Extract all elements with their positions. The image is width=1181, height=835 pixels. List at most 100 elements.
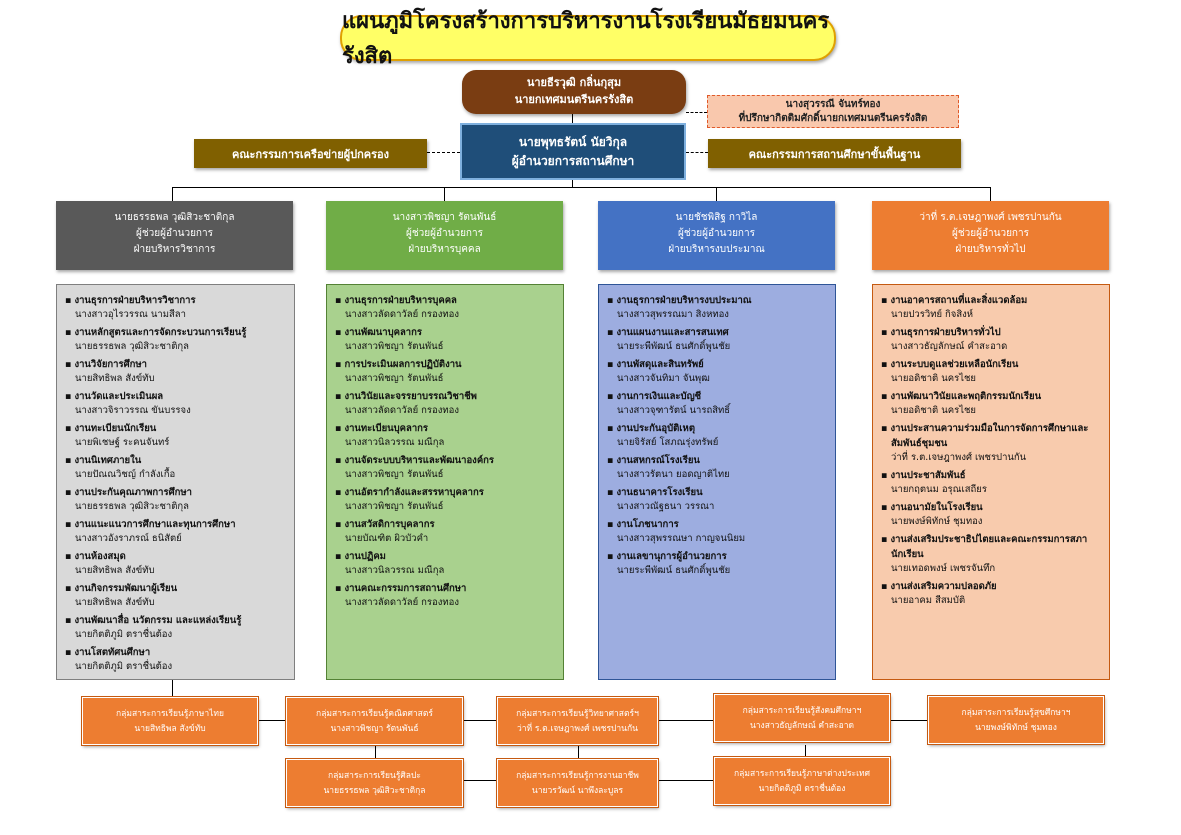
dashed-connector <box>686 112 707 113</box>
director-role: นายกเทศมนตรีนครรังสิต <box>514 93 634 106</box>
task-item: งานจัดระบบบริหารและพัฒนาองค์กรนางสาวพิชญ… <box>335 453 557 481</box>
task-person: นางสาวธัญลักษณ์ คำสะอาด <box>891 341 1008 352</box>
task-person: นายธรรธพล วุฒิสิวะชาติกุล <box>75 341 189 352</box>
task-item: งานส่งเสริมประชาธิปไตยและคณะกรรมการสภานั… <box>881 532 1103 575</box>
task-person: นางสาวจันทิมา จันพุฒ <box>617 373 710 384</box>
task-person: นายกิตติภูมิ ตราชื่นต้อง <box>75 661 173 672</box>
learning-group-name: กลุ่มสาระการเรียนรู้สังคมศึกษาฯ <box>742 706 862 716</box>
task-title: งานส่งเสริมประชาธิปไตยและคณะกรรมการสภา <box>881 532 1103 547</box>
task-person: นายอดิชาติ นครไชย <box>891 373 976 384</box>
connector <box>463 780 497 781</box>
dept-head-division: ฝ่ายบริหารวิชาการ <box>133 244 216 255</box>
task-person: นางสาวนิลวรรณ มณีกุล <box>345 565 445 576</box>
connector <box>572 114 573 124</box>
parent-network-committee: คณะกรรมการเครือข่ายผู้ปกครอง <box>194 139 427 168</box>
task-person: นางสาวลัดดาวัลย์ กรองทอง <box>345 597 459 608</box>
connector <box>805 745 806 757</box>
task-item: งานอัตรากำลังและสรรหาบุคลากรนางสาวพิชญา … <box>335 485 557 513</box>
task-person: นางสาวณัฐธนา วรรณา <box>617 501 715 512</box>
task-person: นายปวรวิทย์ กิจสิงห์ <box>891 309 974 320</box>
task-title: งานอนามัยในโรงเรียน <box>881 500 1103 515</box>
task-title: งานทะเบียนนักเรียน <box>65 421 288 436</box>
dept-head-position: ผู้ช่วยผู้อำนวยการ <box>406 228 483 239</box>
task-person: นายอาคม สีสมบัติ <box>891 595 966 606</box>
learning-group-name: กลุ่มสาระการเรียนรู้การงานอาชีพ <box>516 771 639 781</box>
dept-head-division: ฝ่ายบริหารบุคคล <box>408 244 481 255</box>
connector <box>572 180 573 188</box>
task-title: งานห้องสมุด <box>65 549 288 564</box>
connector <box>172 187 173 201</box>
connector <box>463 720 497 721</box>
dashed-connector <box>686 152 708 153</box>
task-person: นางสาวนิลวรรณ มณีกุล <box>345 437 445 448</box>
task-title: งานแผนงานและสารสนเทศ <box>607 325 829 340</box>
connector <box>172 187 990 188</box>
learning-group-box: กลุ่มสาระการเรียนรู้การงานอาชีพ นายวรวัฒ… <box>496 758 659 808</box>
task-title: งานเลขานุการผู้อำนวยการ <box>607 549 829 564</box>
task-title: งานสหกรณ์โรงเรียน <box>607 453 829 468</box>
connector <box>578 745 579 759</box>
dept-head-academic: นายธรรธพล วุฒิสิวะชาติกุล ผู้ช่วยผู้อำนว… <box>56 201 293 270</box>
task-person: นางสาวจุฑารัตน์ นารถสิทธิ์ <box>617 405 731 416</box>
task-item: งานพัฒนาสื่อ นวัตกรรม และแหล่งเรียนรู้นา… <box>65 613 288 641</box>
task-title: งานธนาคารโรงเรียน <box>607 485 829 500</box>
task-item: งานประสานความร่วมมือในการจัดการศึกษาและส… <box>881 421 1103 464</box>
learning-group-name: กลุ่มสาระการเรียนรู้ภาษาไทย <box>116 709 224 719</box>
task-title: งานวัดและประเมินผล <box>65 389 288 404</box>
director-name: นายธีรวุฒิ กลิ่นกุสุม <box>526 76 622 89</box>
dept-list-general: งานอาคารสถานที่และสิ่งแวดล้อมนายปวรวิทย์… <box>872 284 1110 680</box>
task-title: งานธุรการฝ่ายบริหารทั่วไป <box>881 325 1103 340</box>
principal-role: ผู้อำนวยการสถานศึกษา <box>511 154 635 168</box>
task-item: งานการเงินและบัญชีนางสาวจุฑารัตน์ นารถสิ… <box>607 389 829 417</box>
chart-title: แผนภูมิโครงสร้างการบริหารงานโรงเรียนมัธย… <box>340 9 836 69</box>
dept-head-name: นายชัชพิสิฐ กาวิไล <box>675 212 758 223</box>
learning-group-head: นางสาวพิชญา รัตนพันธ์ <box>330 724 419 734</box>
principal-box: นายพุทธรัตน์ นัยวิกุล ผู้อำนวยการสถานศึก… <box>460 123 686 180</box>
learning-group-box: กลุ่มสาระการเรียนรู้คณิตศาสตร์ นางสาวพิช… <box>285 696 464 746</box>
dept-head-position: ผู้ช่วยผู้อำนวยการ <box>136 228 213 239</box>
connector <box>172 680 173 698</box>
advisor-role: ที่ปรึกษากิตติมศักดิ์นายกเทศมนตรีนครรังส… <box>738 113 928 124</box>
task-person: ว่าที่ ร.ต.เจษฎาพงศ์ เพชรปานกัน <box>891 452 1027 463</box>
task-person: นายระพีพัฒน์ ธนศักดิ์พูนชัย <box>617 341 731 352</box>
dept-head-personnel: นางสาวพิชญา รัตนพันธ์ ผู้ช่วยผู้อำนวยการ… <box>326 201 563 270</box>
learning-group-box: กลุ่มสาระการเรียนรู้วิทยาศาสตร์ฯ ว่าที่ … <box>496 696 659 746</box>
dept-head-name: นางสาวพิชญา รัตนพันธ์ <box>392 212 497 223</box>
task-title: งานธุรการฝ่ายบริหารวิชาการ <box>65 293 288 308</box>
task-item: งานประชาสัมพันธ์นายกฤตนม อรุณเสถียร <box>881 468 1103 496</box>
connector <box>716 187 717 201</box>
task-person: นายบัณฑิต ผิวบัวคำ <box>345 533 429 544</box>
task-title: งานประกันอุบัติเหตุ <box>607 421 829 436</box>
learning-group-name: กลุ่มสาระการเรียนรู้สุขศึกษาฯ <box>961 708 1071 718</box>
dept-head-division: ฝ่ายบริหารงบประมาณ <box>668 244 765 255</box>
dept-head-budget: นายชัชพิสิฐ กาวิไล ผู้ช่วยผู้อำนวยการ ฝ่… <box>598 201 835 270</box>
task-person: นางสาวอังราภรณ์ ธนิสัตย์ <box>75 533 182 544</box>
task-person: นางสาวรัตนา ยอดญาติไทย <box>617 469 730 480</box>
task-title: งานอัตรากำลังและสรรหาบุคลากร <box>335 485 557 500</box>
task-person: นางสาวสุพรรณมา สิงหทอง <box>617 309 729 320</box>
learning-group-box: กลุ่มสาระการเรียนรู้สังคมศึกษาฯ นางสาวธั… <box>713 693 891 743</box>
task-title: งานโภชนาการ <box>607 517 829 532</box>
task-item: งานธุรการฝ่ายบริหารงบประมาณนางสาวสุพรรณม… <box>607 293 829 321</box>
advisor-name: นางสุวรรณี จันทร์ทอง <box>785 99 881 110</box>
dept-head-general: ว่าที่ ร.ต.เจษฎาพงศ์ เพชรปานกัน ผู้ช่วยผ… <box>872 201 1109 270</box>
task-title: งานทะเบียนบุคลากร <box>335 421 557 436</box>
learning-group-box: กลุ่มสาระการเรียนรู้ศิลปะ นายธรรธพล วุฒิ… <box>285 758 464 808</box>
learning-group-name: กลุ่มสาระการเรียนรู้ศิลปะ <box>328 771 421 781</box>
task-item: งานแนะแนวการศึกษาและทุนการศึกษานางสาวอัง… <box>65 517 288 545</box>
task-title: งานสวัสดิการบุคลากร <box>335 517 557 532</box>
task-person: นายเทอดพงษ์ เพชรจันทึก <box>891 563 996 574</box>
task-title: งานปฏิคม <box>335 549 557 564</box>
